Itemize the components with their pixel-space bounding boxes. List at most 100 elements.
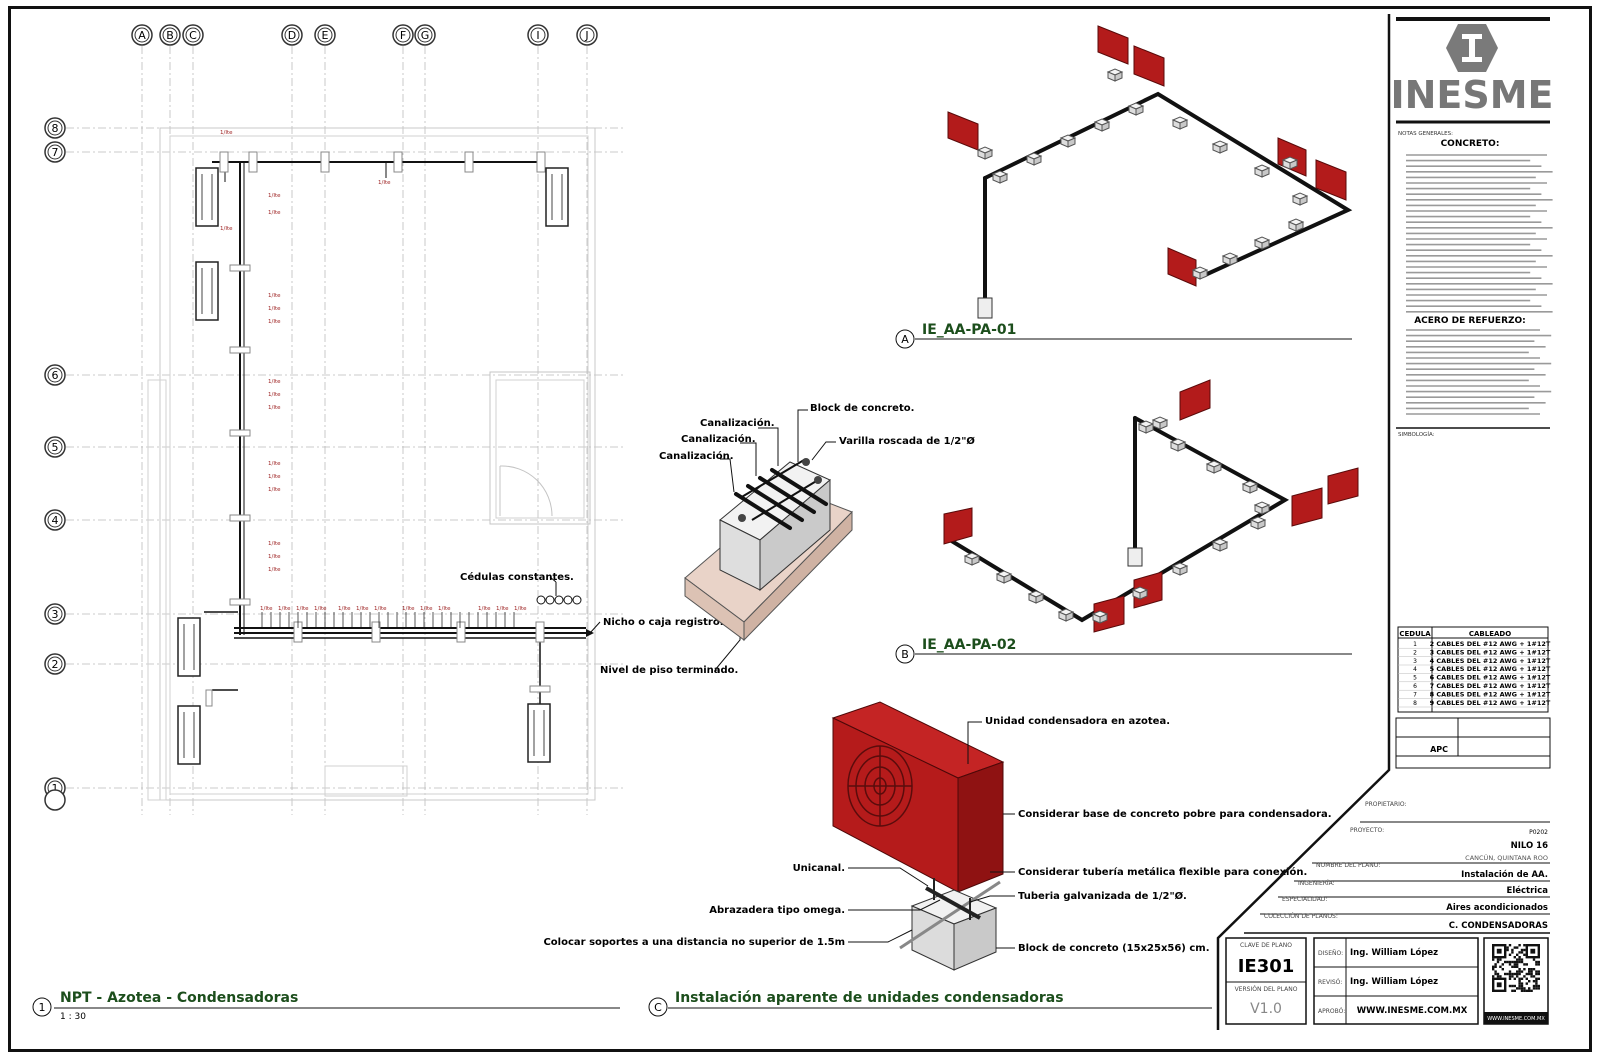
iso-support-block: [1199, 269, 1208, 280]
reviso-label: REVISÓ:: [1318, 979, 1342, 986]
grid-bubble: 7: [44, 141, 66, 163]
stair-room: [489, 371, 591, 525]
grid-bubble: 3: [44, 603, 66, 625]
company-logo-text: INESME: [1390, 73, 1553, 117]
support-clamp: [393, 151, 403, 173]
block-detail: Canalización. Canalización. Canalización…: [659, 403, 975, 642]
plan-condenser-unit: [195, 261, 219, 321]
iso-support-block: [1177, 441, 1186, 452]
view-c-circle: [648, 997, 668, 1017]
stair-room-inner: [495, 379, 585, 519]
cedula-number: 4: [1413, 666, 1417, 673]
block-callout: Block de concreto.: [810, 403, 914, 414]
iso-support-block: [1219, 541, 1228, 552]
cedula-cabling: 8 CABLES DEL #12 AWG + 1#12T: [1430, 690, 1551, 698]
cedulas-callout: Cédulas constantes.: [460, 571, 574, 583]
title-block: INESME NOTAS GENERALES: CONCRETO: ACERO …: [1216, 14, 1554, 1030]
c-block-front: [953, 907, 997, 971]
conduit-supports: [205, 151, 551, 707]
qr-caption-bar: [1484, 1012, 1548, 1024]
nicho-leader: [589, 621, 601, 634]
concrete-block-front: [759, 478, 831, 592]
simbologia-label: SIMBOLOGÍA:: [1398, 431, 1435, 438]
version-value: V1.0: [1250, 1001, 1282, 1017]
circuit-label: 1/Ite: [514, 606, 527, 612]
iso-support-block: [984, 149, 993, 160]
circuit-label: 1/Ite: [268, 474, 281, 480]
grid-label: G: [421, 29, 430, 42]
support-clamp: [229, 429, 251, 437]
plan-condenser-unit: [545, 167, 569, 227]
cedula-cabling: 5 CABLES DEL #12 AWG + 1#12T: [1430, 665, 1551, 673]
website: WWW.INESME.COM.MX: [1357, 1006, 1468, 1016]
iso-support-block: [1261, 167, 1270, 178]
grid-label: I: [536, 29, 539, 42]
rod-nut: [802, 458, 810, 466]
floor-slab-front: [743, 510, 853, 642]
support-clamp: [529, 685, 551, 693]
iso-support-block: [1145, 423, 1154, 434]
nombre-label: NOMBRE DEL PLANO:: [1316, 862, 1380, 869]
circuit-label: 1/Ite: [378, 180, 391, 186]
coleccion-label: COLECCIÓN DE PLANOS:: [1264, 913, 1338, 920]
iso-support-block: [1067, 137, 1076, 148]
circuit-label: 1/Ite: [268, 567, 281, 573]
support-clamp: [229, 264, 251, 272]
modeler-value: APC: [1430, 745, 1448, 754]
signature-box: [1313, 937, 1479, 1025]
grid-label: E: [322, 29, 329, 42]
cedula-table: [1397, 626, 1549, 713]
reviso-value: Ing. William López: [1350, 976, 1438, 987]
circuit-label: 1/Ite: [268, 193, 281, 199]
roof-hatch: [324, 765, 408, 797]
plan-condenser-unit: [177, 617, 201, 677]
iso-support-block: [1003, 573, 1012, 584]
grid-label: F: [400, 29, 406, 42]
iso-support-block: [1219, 143, 1228, 154]
cedula-number: 1: [1413, 641, 1417, 648]
varilla-leader: [811, 441, 836, 461]
canalizacion-callout-2: Canalización.: [681, 433, 756, 445]
cedula-cabling: 9 CABLES DEL #12 AWG + 1#12T: [1430, 699, 1551, 707]
clave-box: [1225, 937, 1307, 1025]
iso-a-title: IE_AA-PA-01: [922, 322, 1016, 338]
conduit-runs: [204, 161, 586, 704]
tuberia-flex-callout: Considerar tubería metálica flexible par…: [1018, 866, 1307, 878]
cedula-number: 3: [1413, 658, 1417, 665]
iso-b-condensers: [943, 379, 1359, 633]
view-c-letter: C: [654, 1001, 662, 1014]
circuit-label: 1/Ite: [268, 461, 281, 467]
support-clamp: [229, 598, 251, 606]
support-clamp: [371, 621, 381, 643]
iso-support-block: [1101, 121, 1110, 132]
circuit-label: 1/Ite: [478, 606, 491, 612]
slab-outline-outer: [159, 127, 596, 801]
iso-support-block: [1179, 119, 1188, 130]
grid-label: A: [138, 29, 146, 42]
circuit-label: 1/Ite: [268, 405, 281, 411]
especialidad-label: ESPECIALIDAD:: [1282, 896, 1327, 903]
iso-a-circle: [895, 329, 915, 349]
iso-support-block: [1114, 71, 1123, 82]
grid-label: 3: [52, 608, 59, 621]
view-number-circle: [32, 997, 52, 1017]
engineering-value: Eléctrica: [1507, 885, 1549, 896]
cedula-number: 5: [1413, 675, 1417, 682]
iso-support-block: [1179, 565, 1188, 576]
circuit-label: 1/Ite: [220, 226, 233, 232]
clave-value: IE301: [1238, 956, 1295, 977]
slab-step: [147, 379, 167, 801]
grid-bubble: D: [281, 24, 303, 46]
grid-bubble: B: [159, 24, 181, 46]
support-clamp: [229, 514, 251, 522]
qr-caption: WWW.INESME.COM.MX: [1487, 1016, 1545, 1022]
iso-support-block: [1213, 463, 1222, 474]
circuit-label: 1/Ite: [374, 606, 387, 612]
base-callout: Considerar base de concreto pobre para c…: [1018, 809, 1332, 820]
concreto-heading: CONCRETO:: [1441, 139, 1500, 149]
block-conduits: [734, 468, 828, 530]
project-name: NILO 16: [1511, 841, 1548, 851]
support-clamp: [464, 151, 474, 173]
